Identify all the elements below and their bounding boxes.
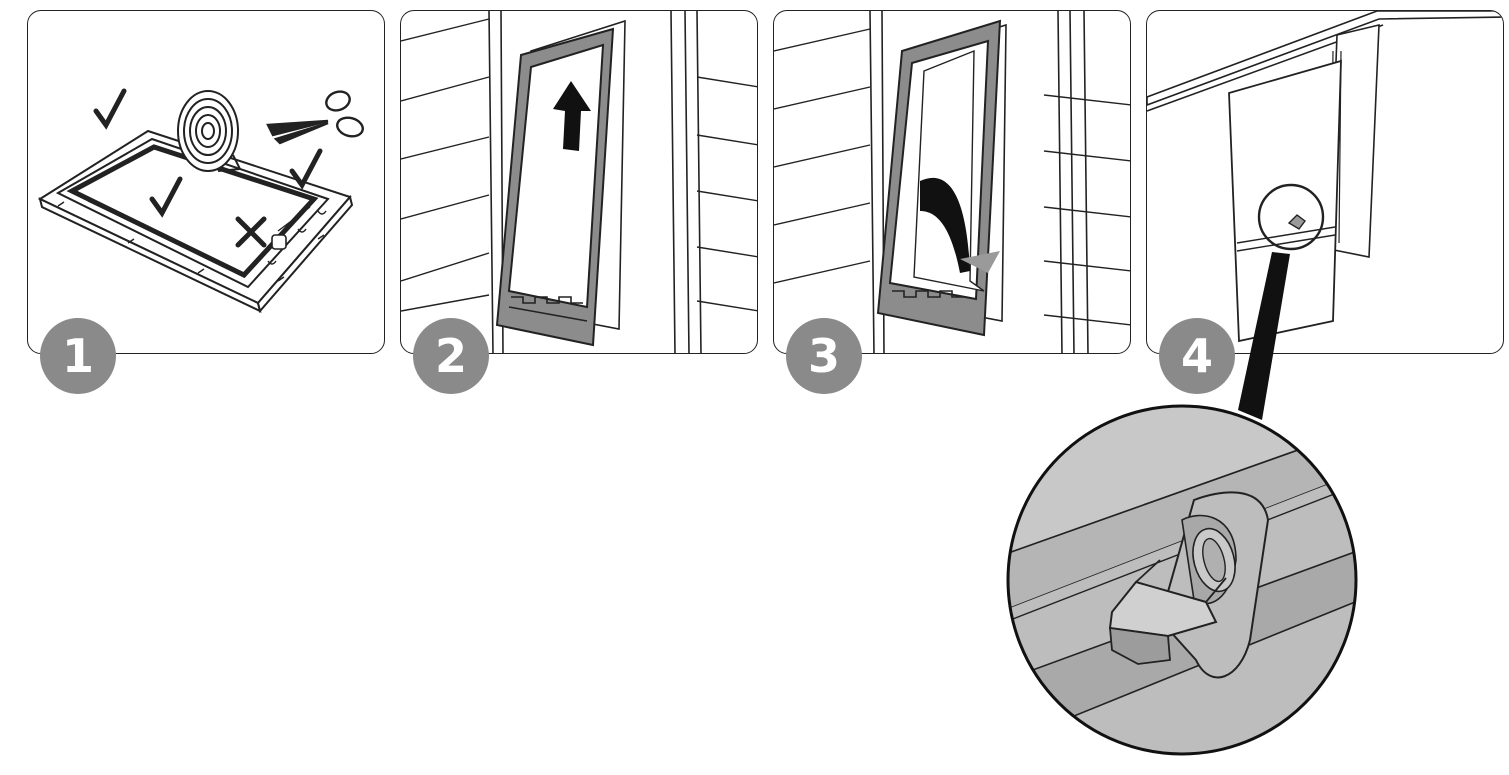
latch-detail-callout [0, 0, 1509, 775]
